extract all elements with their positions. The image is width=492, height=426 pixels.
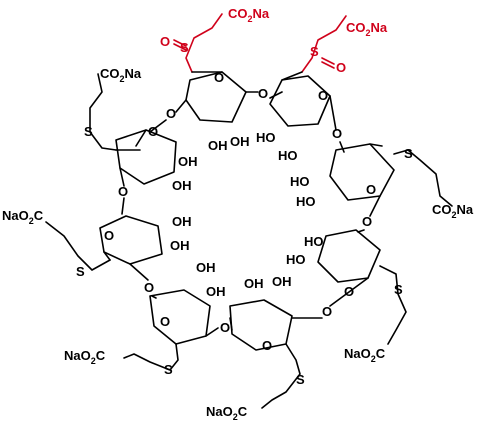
sulfoxide-s-label: S <box>180 40 189 55</box>
thioether-arm-upper-left: S CO2Na <box>84 66 142 151</box>
svg-text:O: O <box>166 106 176 121</box>
svg-text:O: O <box>362 214 372 229</box>
svg-text:S: S <box>164 362 173 377</box>
svg-text:O: O <box>332 126 342 141</box>
svg-text:O: O <box>118 184 128 199</box>
sulfoxide-o-label: O <box>336 60 346 75</box>
carboxylate-label: CO2Na <box>346 20 388 38</box>
svg-text:OH: OH <box>230 134 250 149</box>
thioether-arm-right-upper: S CO2Na <box>393 146 474 220</box>
svg-text:O: O <box>148 124 158 139</box>
svg-text:O: O <box>220 320 230 335</box>
glucose-ring-3: O OH OH <box>115 124 198 193</box>
carboxylate-label: CO2Na <box>228 6 270 24</box>
sulfoxide-o-label: O <box>160 34 170 49</box>
sulfoxide-s-label: S <box>310 44 319 59</box>
glycosidic-links: O O O O O O O O <box>118 86 381 337</box>
glucose-ring-2: O HO HO <box>256 75 331 163</box>
svg-text:O: O <box>318 88 328 103</box>
svg-text:O: O <box>366 182 376 197</box>
svg-text:HO: HO <box>290 174 310 189</box>
glucose-ring-6: O HO HO <box>286 229 381 299</box>
svg-text:OH: OH <box>196 260 216 275</box>
svg-text:HO: HO <box>304 234 324 249</box>
svg-text:O: O <box>322 304 332 319</box>
sulfoxide-arm-right: CO2Na S O <box>301 15 388 75</box>
glucose-ring-1: O OH OH <box>185 70 250 153</box>
svg-text:OH: OH <box>170 238 190 253</box>
svg-text:OH: OH <box>206 284 226 299</box>
carboxylate-label: NaO2C <box>344 346 386 364</box>
svg-text:O: O <box>214 70 224 85</box>
svg-text:S: S <box>76 264 85 279</box>
svg-text:OH: OH <box>178 154 198 169</box>
svg-text:S: S <box>296 372 305 387</box>
svg-text:O: O <box>104 228 114 243</box>
svg-text:HO: HO <box>278 148 298 163</box>
svg-text:O: O <box>144 280 154 295</box>
glucose-ring-5: O OH OH <box>99 214 192 265</box>
svg-text:HO: HO <box>286 252 306 267</box>
svg-text:O: O <box>262 338 272 353</box>
svg-text:OH: OH <box>172 214 192 229</box>
svg-text:HO: HO <box>256 130 276 145</box>
svg-text:S: S <box>84 124 93 139</box>
svg-text:HO: HO <box>296 194 316 209</box>
thioether-arm-left-middle: S NaO2C <box>2 208 111 279</box>
carboxylate-label: NaO2C <box>2 208 44 226</box>
carboxylate-label: CO2Na <box>100 66 142 84</box>
svg-text:O: O <box>258 86 268 101</box>
thioether-arm-bottom-center: S NaO2C <box>206 343 305 422</box>
glucose-ring-8: O OH OH <box>229 274 293 353</box>
svg-text:OH: OH <box>244 276 264 291</box>
thioether-arm-bottom-left: S NaO2C <box>64 343 179 377</box>
svg-text:S: S <box>404 146 413 161</box>
svg-text:OH: OH <box>208 138 228 153</box>
svg-text:S: S <box>394 282 403 297</box>
svg-text:O: O <box>160 314 170 329</box>
carboxylate-label: NaO2C <box>64 348 106 366</box>
svg-text:OH: OH <box>172 178 192 193</box>
thioether-arm-right-lower: S NaO2C <box>344 265 407 364</box>
svg-text:OH: OH <box>272 274 292 289</box>
carboxylate-label: CO2Na <box>432 202 474 220</box>
carboxylate-label: NaO2C <box>206 404 248 422</box>
sulfoxide-arm-left: CO2Na O S <box>160 6 270 73</box>
